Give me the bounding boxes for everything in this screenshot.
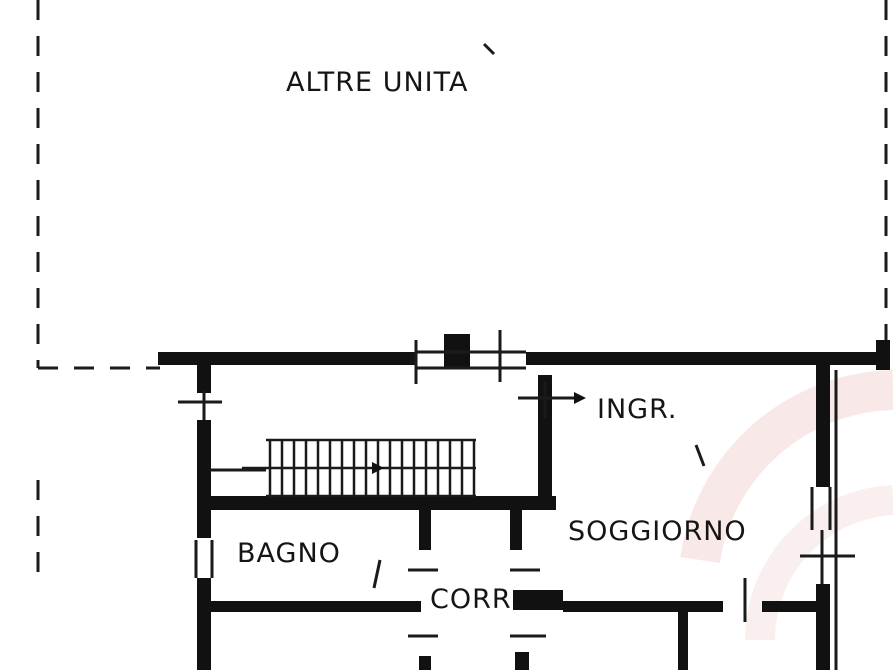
top-window (414, 330, 526, 384)
label-corridor: CORR. (430, 584, 520, 615)
other-units-boundary (36, 0, 888, 580)
interior-partitions (211, 42, 822, 670)
label-other-units: ALTRE UNITA (286, 67, 468, 98)
right-wall (800, 365, 855, 670)
label-entrance: INGR. (597, 394, 677, 425)
top-wall (158, 334, 890, 370)
stair-treads (210, 438, 476, 498)
stair-enclosure (211, 375, 568, 510)
left-wall (178, 365, 222, 670)
label-living-room: SOGGIORNO (568, 516, 747, 547)
label-bathroom: BAGNO (237, 538, 341, 569)
entrance-arrow-icon (552, 392, 586, 404)
